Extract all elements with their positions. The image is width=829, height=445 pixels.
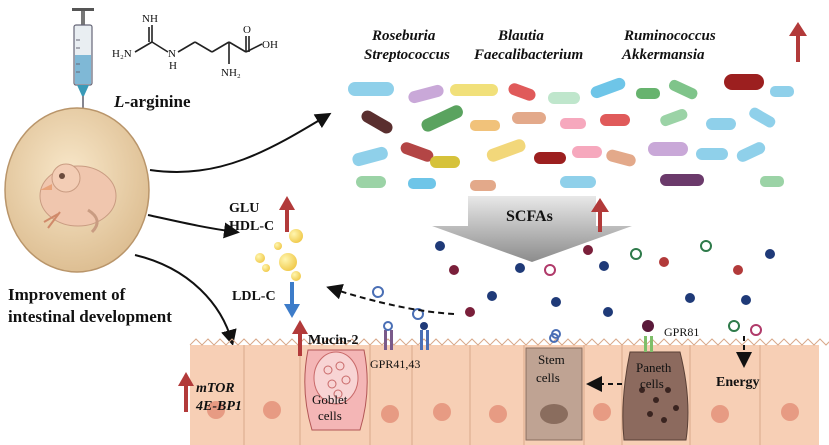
gene-mtor: mTOR	[196, 381, 235, 396]
goblet-cell	[304, 349, 368, 431]
outcome-line1: Improvement of	[8, 285, 126, 304]
up-arrow-icon	[178, 372, 194, 412]
bacteria-ruminococcus: Ruminococcus	[623, 28, 716, 44]
glu-label: GLU	[229, 201, 259, 216]
egg-embryo-icon	[4, 107, 150, 273]
scfa-particles	[372, 240, 775, 339]
up-arrow-icon	[279, 196, 295, 232]
bacteria-streptococcus: Streptococcus	[364, 47, 450, 63]
metabolite-particles	[255, 229, 303, 281]
stem-label-1: Stem	[538, 352, 565, 367]
gpr41-43-label: GPR41,43	[370, 357, 420, 371]
mucin-label: Mucin-2	[308, 333, 359, 348]
atom-h2n: H₂N	[112, 48, 132, 60]
atom-o: O	[243, 24, 251, 36]
arrow-to-microbiota	[149, 112, 332, 173]
up-arrow-icon	[591, 198, 609, 232]
stem-label-2: cells	[536, 370, 560, 385]
bacteria-roseburia: Roseburia	[371, 28, 436, 44]
paneth-label-1: Paneth	[636, 360, 672, 375]
gene-4ebp1: 4E-BP1	[195, 399, 242, 414]
goblet-label-1: Goblet	[312, 392, 348, 407]
arrow-to-intestine	[134, 254, 237, 346]
outcome-line2: intestinal development	[8, 307, 172, 326]
gpr41-43-receptor	[383, 321, 429, 350]
atom-nh: NH	[142, 13, 158, 25]
up-arrow-icon	[789, 22, 807, 62]
gpr81-label: GPR81	[664, 325, 699, 339]
arginine-structure	[134, 25, 263, 64]
bacteria-faecalibacterium: Faecalibacterium	[473, 47, 583, 63]
bacteria-blautia: Blautia	[497, 28, 544, 44]
goblet-label-2: cells	[318, 408, 342, 423]
syringe-icon	[72, 8, 94, 112]
stem-cell	[525, 333, 583, 441]
atom-oh: OH	[262, 39, 278, 51]
energy-label: Energy	[716, 375, 760, 390]
atom-h: H	[169, 60, 177, 72]
arrow-to-metabolites	[147, 214, 240, 239]
scfa-production-arrow	[432, 196, 632, 262]
bacteria-akkermansia: Akkermansia	[621, 47, 705, 63]
paneth-label-2: cells	[640, 376, 664, 391]
ldl-label: LDL-C	[232, 289, 276, 304]
atom-nh2: NH₂	[221, 67, 241, 79]
hdl-label: HDL-C	[229, 219, 274, 234]
intestinal-epithelium	[189, 338, 829, 445]
atom-n: N	[168, 48, 176, 60]
scfas-label: SCFAs	[506, 208, 553, 225]
up-arrow-icon	[292, 320, 308, 356]
compound-name: L-arginine	[113, 92, 191, 111]
dashed-arrow-metabolites	[326, 284, 455, 315]
gut-microbiota	[348, 74, 794, 191]
down-arrow-icon	[284, 282, 300, 318]
paneth-cell	[622, 336, 689, 441]
